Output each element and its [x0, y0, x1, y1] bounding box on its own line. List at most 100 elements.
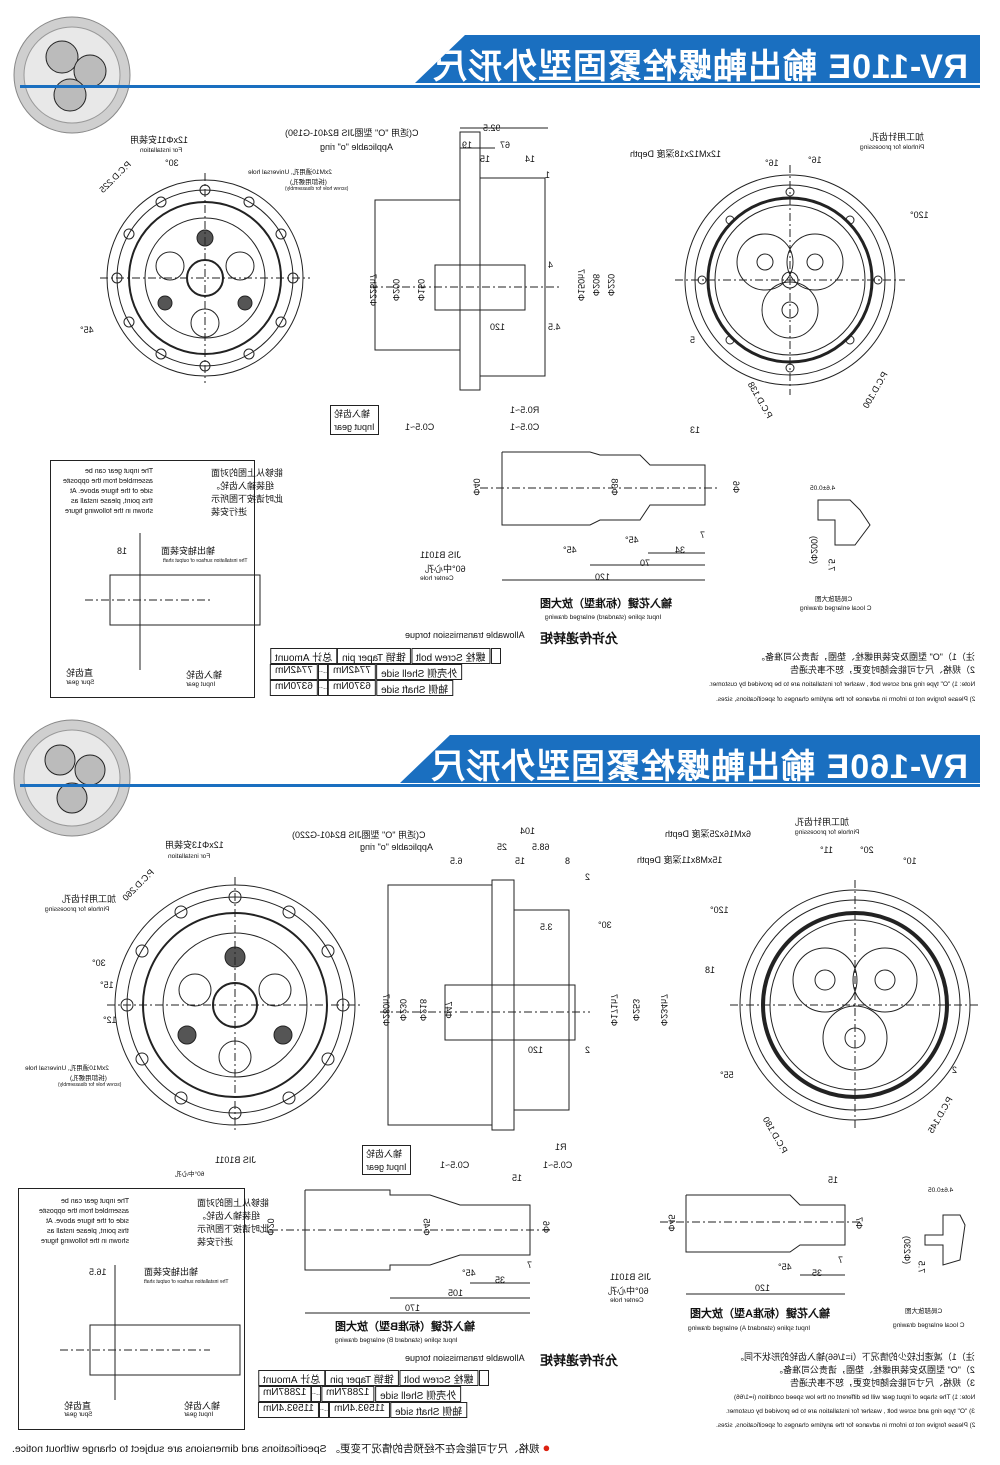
label-c05b: C0.5~1	[440, 1160, 470, 1170]
front-view-right	[730, 880, 980, 1130]
label-install-holes: 12xΦ13安装用	[165, 840, 224, 850]
spline-drawing	[480, 451, 720, 581]
title-underline	[20, 784, 980, 787]
label-jis: JIS B1011	[215, 1155, 256, 1165]
label-center-hole2-en: Center hole	[610, 1297, 644, 1304]
dim-a-15: 15	[828, 1175, 839, 1185]
torque-title: 允许传递转矩	[540, 1353, 619, 1368]
label-center-hole2: 60°中心孔	[608, 1286, 649, 1296]
box-surface: 输出轴安装面	[144, 1267, 199, 1277]
box-dim: 16.5	[89, 1267, 107, 1277]
label-r1: R1	[555, 1142, 567, 1152]
dim-68-5: 68.5	[532, 842, 550, 852]
front-view-left	[100, 173, 310, 383]
text-line: 3) "O" type ring and screw bolt , washer…	[726, 1408, 975, 1415]
dim-b-d45: Φ45	[421, 1218, 432, 1236]
torque-title-en: Allowable transmission torque	[405, 1353, 525, 1363]
dim-b-7: 7	[527, 1260, 533, 1270]
dim-104: 104	[520, 826, 536, 836]
text-line: 进行安装	[197, 1237, 234, 1247]
spline-a-title-en: Input spline (standard A) enlarged drawi…	[688, 1325, 811, 1332]
label-angle10: 10°	[903, 856, 917, 866]
spline-a-title: 输入花键（标准A型）放大图	[690, 1308, 830, 1320]
spline-b-title-en: Input spline (standard B) enlarged drawi…	[335, 1337, 458, 1344]
label-disassembly: (拆卸用螺孔)	[70, 1075, 107, 1082]
footer-note: 规格、尺寸可能会在不经预告的情况下变更。 Specifications and …	[12, 1440, 550, 1456]
bullet-icon: ●	[542, 1440, 551, 1455]
dim-dia218: Φ218	[418, 998, 429, 1022]
dim-a-d7: Φ7	[854, 1216, 865, 1230]
title-banner: RV-110E 輸出軸螺栓緊固型外形尺寸图	[415, 35, 980, 83]
label-angle120: 120°	[710, 905, 729, 915]
front-view-right	[675, 165, 905, 395]
front-view-left	[107, 877, 363, 1133]
label-angle15: 15°	[100, 980, 114, 990]
table-cell: 12887Nm	[258, 1386, 312, 1402]
table-cell: 11593.4Nm	[258, 1402, 319, 1418]
spline-a-drawing	[660, 1194, 860, 1295]
dim-25: 25	[497, 842, 508, 852]
label-angle11: 11°	[820, 845, 833, 855]
text-line: this point, please install as	[47, 1228, 129, 1235]
text-line: 组装输入齿轮。	[197, 1211, 261, 1221]
label-pinhole-r-en: Pinhole for processing	[795, 829, 860, 836]
spline-b-drawing	[270, 1189, 550, 1314]
c-local-drawing	[817, 499, 871, 546]
text-line: shown in the following figure	[40, 1238, 129, 1245]
c-width: 4.6±0.05	[928, 1187, 954, 1194]
install-note-box: 能够从上图的对面组装输入齿轮。此时请按下图所示进行安装 The input ge…	[50, 460, 283, 698]
dim-a-120: 120	[755, 1283, 771, 1293]
spline-b-title: 输入花键（标准B型）放大图	[335, 1321, 475, 1333]
label-center-hole: 60°中心孔	[175, 1171, 205, 1178]
label-universal: 2xM10通用孔, Universal hole	[25, 1065, 109, 1072]
dim-a-d45: Φ45	[666, 1214, 677, 1232]
table-cell: 12887Nm	[321, 1386, 375, 1402]
dim-8: 8	[565, 856, 571, 866]
label-pinhole-en: Pinhole for processing	[45, 906, 110, 913]
label-input-gear: 输入齿轮	[366, 1149, 403, 1159]
table-cell: 11593.4Nm	[328, 1402, 390, 1418]
label-jis2: JIS B1011	[610, 1272, 651, 1282]
label-depth1: 6xM16x25深度 Depth	[665, 829, 752, 839]
label-angle30: 30°	[92, 958, 106, 968]
text-line: 此时请按下图所示	[197, 1224, 270, 1234]
dim-b-105: 105	[448, 1288, 464, 1298]
text-line: 注）1）减速比较少的情况下（i=1/66)输入齿轮的形状不同。	[735, 1352, 975, 1362]
dim-b-35: 35	[495, 1275, 506, 1285]
text-line: 2) Please forgive not to inform in advan…	[715, 1422, 975, 1429]
label-oring-en: Applicable "o" ring	[360, 842, 433, 852]
dim-dia171: Φ171h7	[609, 993, 620, 1027]
title-banner: RV-160E 輸出軸螺栓緊固型外形尺寸图	[400, 735, 980, 783]
table-cell	[478, 1370, 489, 1386]
text-line: Note: 1) The shape of input gear will be…	[733, 1394, 975, 1401]
label-disassembly-en: (screw hole for disassembly)	[58, 1082, 122, 1088]
dim-dia253: Φ253	[631, 998, 642, 1022]
dim-b-170: 170	[405, 1303, 421, 1313]
dim-dia230: Φ230	[398, 998, 409, 1022]
dim-a-45: 45°	[778, 1262, 792, 1272]
dim-18: 18	[705, 965, 716, 975]
install-box-drawing	[85, 533, 261, 670]
text-line: side of the figure above. At	[46, 1218, 129, 1225]
dim-a-35: 35	[812, 1268, 823, 1278]
dim-15: 15	[515, 856, 526, 866]
dim-b-15: 15	[512, 1173, 523, 1183]
label-for-install: For installation	[168, 853, 211, 860]
table-cell	[318, 1402, 329, 1418]
label-pinhole: 加工用针齿孔	[62, 894, 117, 904]
table-cell: 螺栓 Screw bolt	[399, 1370, 479, 1386]
c-dia: (Φ230)	[902, 1235, 913, 1265]
table-cell: 外壳侧 Shell side	[374, 1386, 461, 1402]
notes: 注）1）减速比较少的情况下（i=1/66)输入齿轮的形状不同。 2）"O" 型圈及…	[645, 1350, 975, 1431]
label-angle20: 20°	[860, 845, 874, 855]
text-line: 2）"O" 型圈及安装用螺栓、垫圈，请贵公司准备。	[774, 1365, 975, 1375]
title-underline	[20, 85, 980, 88]
install-note-box: 能够从上图的对面组装输入齿轮。此时请按下图所示进行安装 The input ge…	[18, 1188, 269, 1430]
box-surface-en: The installation surface of output shaft	[144, 1279, 229, 1285]
dim-2: 2	[585, 872, 591, 882]
box-input-en: Input gear	[184, 1411, 214, 1418]
